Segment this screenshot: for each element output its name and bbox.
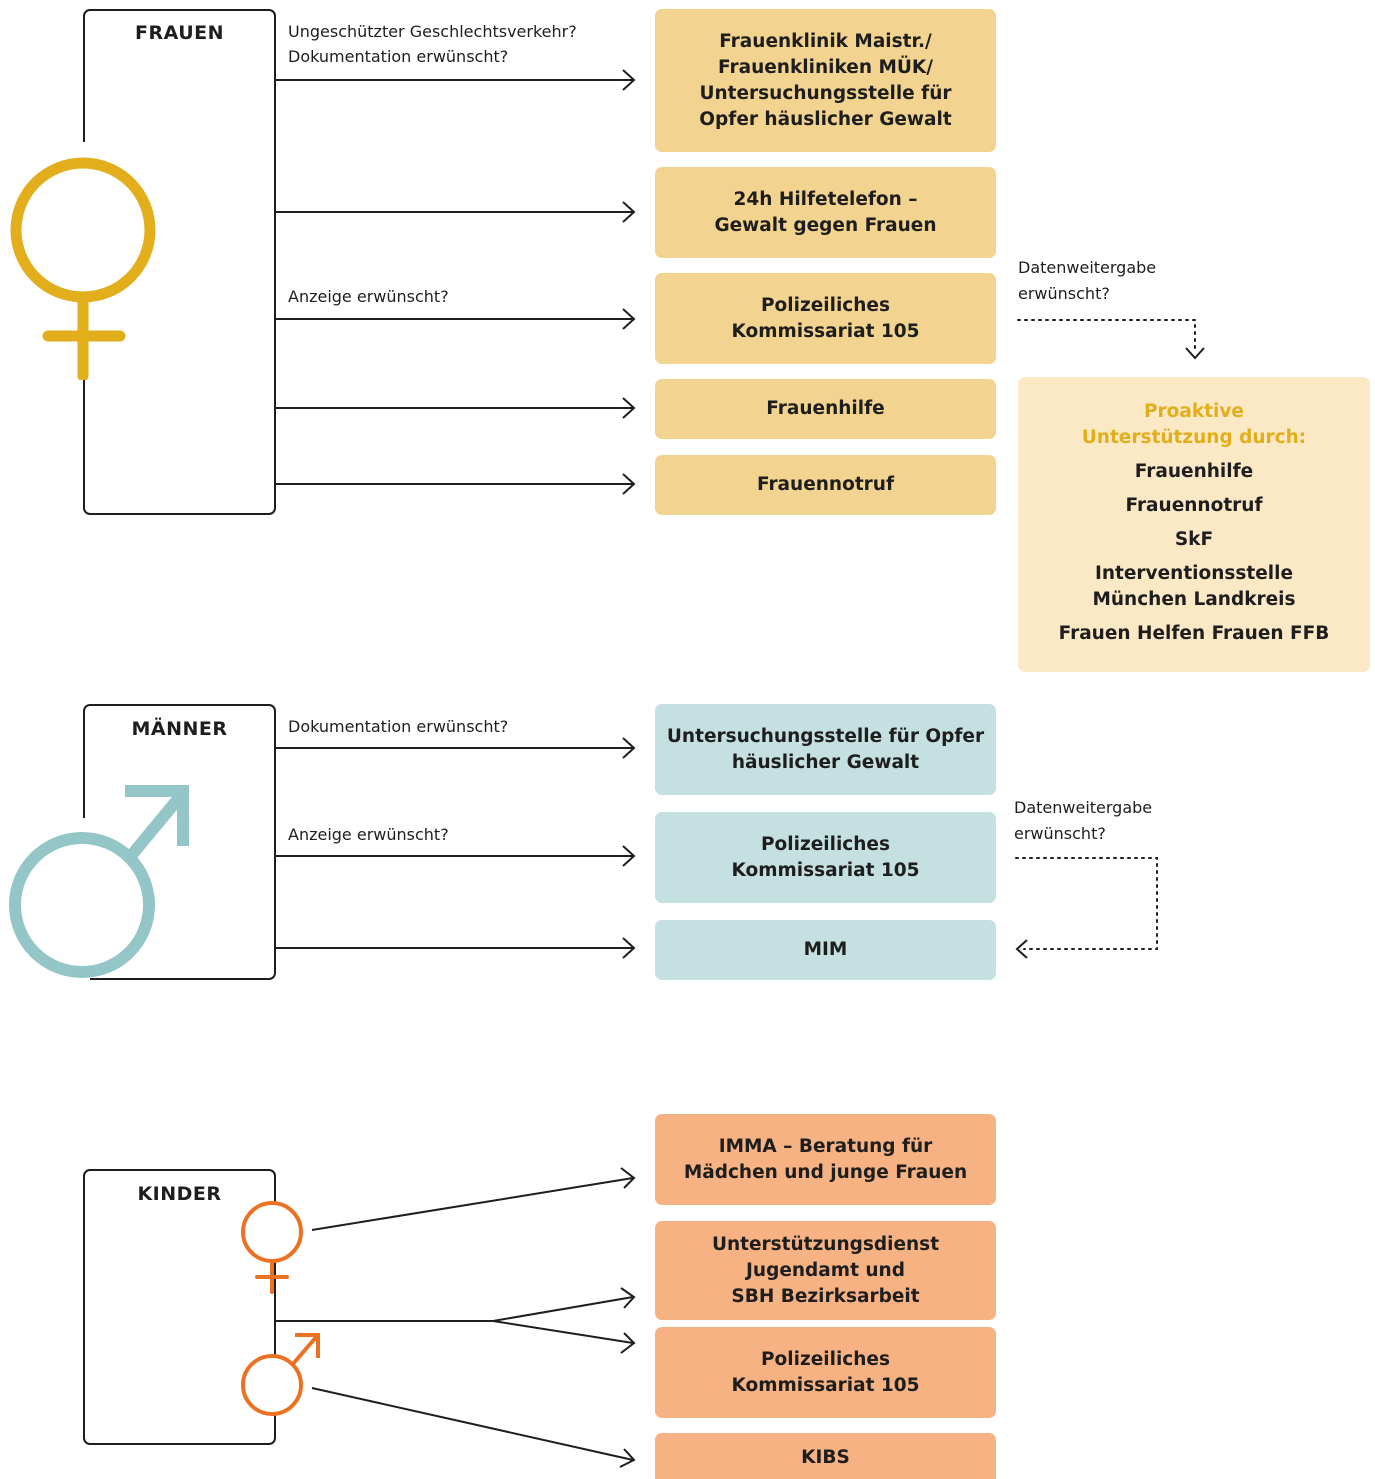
maenner-box-untersuchungsstelle: Untersuchungsstelle für Opfer häuslicher… (655, 704, 996, 795)
box-line: Untersuchungsstelle für (699, 82, 952, 104)
proactive-support-box: Proaktive Unterstützung durch: Frauenhil… (1018, 377, 1370, 672)
kinder-arrow-girl (311, 1167, 636, 1231)
maenner-datatransfer-dotted (1015, 857, 1158, 950)
datatransfer-line2: erwünscht? (1018, 284, 1110, 303)
kinder-arrow-boy (311, 1387, 636, 1468)
box-line: Frauenhilfe (766, 398, 885, 419)
maenner-datatransfer-arrowhead (1015, 939, 1028, 959)
proactive-item-line: SkF (1174, 529, 1214, 550)
proactive-item: Frauennotruf (1018, 493, 1370, 519)
frauen-box-frauenklinik: Frauenklinik Maistr./ Frauenkliniken MÜK… (655, 9, 996, 152)
frauen-datatransfer-arrowhead (1185, 347, 1205, 360)
maenner-arrow-1 (275, 737, 636, 759)
box-line: IMMA – Beratung für (718, 1135, 933, 1157)
frauen-question-1-line2: Dokumentation erwünscht? (288, 47, 509, 66)
frauen-datatransfer-label: Datenweitergabe erwünscht? (1018, 257, 1156, 305)
maenner-box-mim: MIM (655, 920, 996, 980)
frauen-datatransfer-dotted (1017, 319, 1196, 353)
frauen-box-frauennotruf: Frauennotruf (655, 455, 996, 515)
box-line: Gewalt gegen Frauen (714, 214, 937, 236)
box-line: Unterstützungsdienst (711, 1233, 940, 1255)
kinder-box-polizei: Polizeiliches Kommissariat 105 (655, 1327, 996, 1418)
frauen-question-2: Anzeige erwünscht? (288, 287, 449, 306)
female-symbol-icon (5, 142, 163, 380)
male-symbol-icon (0, 785, 189, 988)
box-line: Polizeiliches (761, 1348, 890, 1370)
kinder-title: KINDER (137, 1183, 222, 1205)
box-line: Frauenklinik Maistr./ (719, 30, 932, 52)
box-line: Jugendamt und (746, 1259, 905, 1281)
box-line: MIM (803, 939, 848, 960)
frauen-arrow-2 (275, 201, 636, 223)
box-line: KIBS (801, 1447, 850, 1468)
maenner-title: MÄNNER (131, 718, 228, 740)
box-line: häuslicher Gewalt (731, 751, 920, 773)
proactive-title-line1: Proaktive (1144, 401, 1244, 422)
kinder-box-kibs: KIBS (655, 1433, 996, 1479)
proactive-item-line: Interventionsstelle (1094, 563, 1294, 584)
box-line: Opfer häuslicher Gewalt (699, 108, 952, 130)
box-line: Frauenkliniken MÜK/ (718, 56, 933, 78)
maenner-datatransfer-label: Datenweitergabe erwünscht? (1014, 797, 1152, 845)
box-line: 24h Hilfetelefon – (733, 188, 918, 210)
proactive-item: Frauenhilfe (1018, 459, 1370, 485)
proactive-item-line: München Landkreis (1092, 589, 1296, 610)
kinder-box-imma: IMMA – Beratung für Mädchen und junge Fr… (655, 1114, 996, 1205)
kinder-arrow-split (275, 1287, 636, 1354)
proactive-item-line: Frauennotruf (1125, 495, 1263, 516)
maenner-box-polizei: Polizeiliches Kommissariat 105 (655, 812, 996, 903)
maenner-question-2: Anzeige erwünscht? (288, 825, 449, 844)
box-line: Untersuchungsstelle für Opfer (666, 725, 985, 747)
boy-symbol-icon (241, 1333, 320, 1416)
box-line: SBH Bezirksarbeit (731, 1285, 920, 1307)
frauen-arrow-4 (275, 397, 636, 419)
girl-symbol-icon (241, 1201, 303, 1294)
frauen-title: FRAUEN (134, 22, 225, 44)
box-line: Kommissariat 105 (731, 859, 920, 881)
proactive-title-line2: Unterstützung durch: (1081, 427, 1307, 448)
datatransfer-line1: Datenweitergabe (1018, 258, 1157, 277)
proactive-item-line: Frauen Helfen Frauen FFB (1058, 623, 1330, 644)
box-line: Kommissariat 105 (731, 1374, 920, 1396)
frauen-arrow-3 (275, 308, 636, 330)
maenner-question-1: Dokumentation erwünscht? (288, 717, 509, 736)
frauen-box-frauenhilfe: Frauenhilfe (655, 379, 996, 439)
frauen-box-hilfetelefon: 24h Hilfetelefon – Gewalt gegen Frauen (655, 167, 996, 258)
frauen-arrow-1 (275, 69, 636, 91)
proactive-item: Frauen Helfen Frauen FFB (1018, 621, 1370, 647)
proactive-item-line: Frauenhilfe (1134, 461, 1254, 482)
datatransfer-line1: Datenweitergabe (1014, 798, 1153, 817)
frauen-question-1: Ungeschützter Geschlechtsverkehr? Dokume… (288, 21, 577, 68)
box-line: Kommissariat 105 (731, 320, 920, 342)
box-line: Mädchen und junge Frauen (683, 1161, 968, 1183)
kinder-frame (83, 1169, 276, 1445)
maenner-arrow-3 (275, 937, 636, 959)
frauen-box-polizei: Polizeiliches Kommissariat 105 (655, 273, 996, 364)
box-line: Polizeiliches (761, 833, 890, 855)
box-line: Frauennotruf (756, 474, 894, 495)
proactive-item: Interventionsstelle München Landkreis (1018, 561, 1370, 613)
datatransfer-line2: erwünscht? (1014, 824, 1106, 843)
maenner-arrow-2 (275, 845, 636, 867)
proactive-item: SkF (1018, 527, 1370, 553)
kinder-box-unterstuetzungsdienst: Unterstützungsdienst Jugendamt und SBH B… (655, 1221, 996, 1320)
frauen-arrow-5 (275, 473, 636, 495)
frauen-question-1-line1: Ungeschützter Geschlechtsverkehr? (288, 22, 577, 41)
box-line: Polizeiliches (761, 294, 890, 316)
